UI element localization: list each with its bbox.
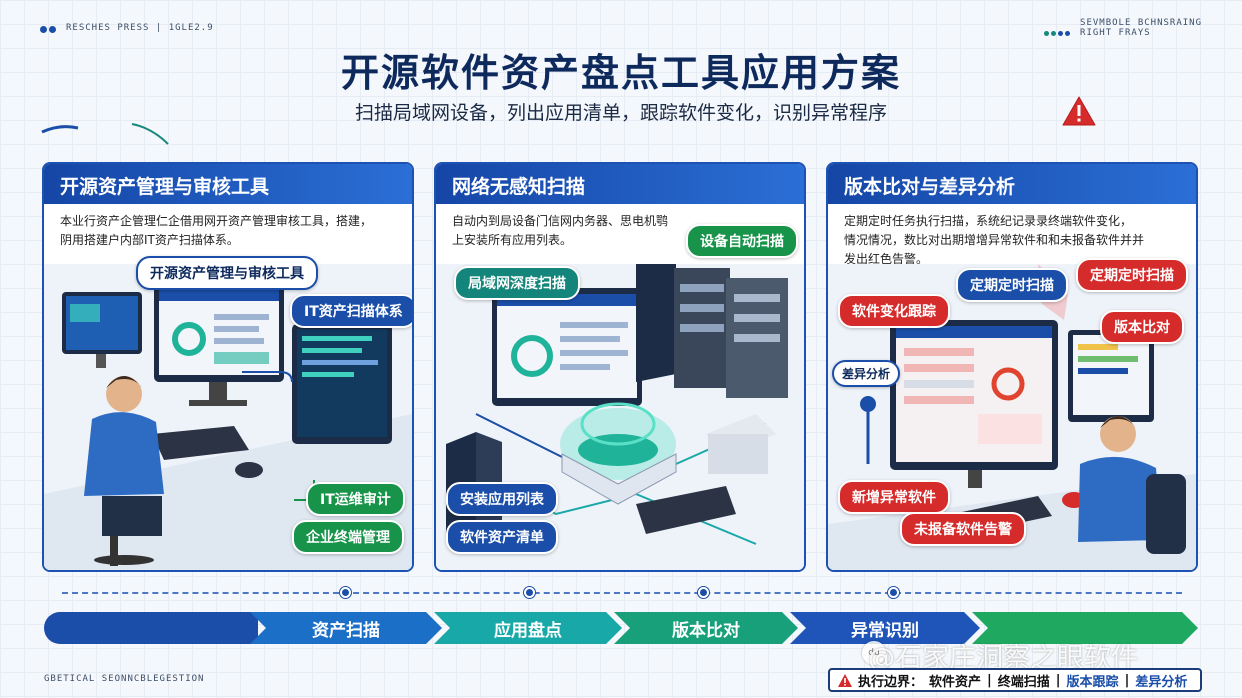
tag-new-abnormal-software: 新增异常软件 xyxy=(838,480,950,514)
flow-step-anomaly-detect: 异常识别 xyxy=(790,612,980,644)
panel-title: 开源资产管理与审核工具 xyxy=(44,164,412,204)
boundary-label: 执行边界： xyxy=(858,674,924,690)
execution-boundary-box: 执行边界： 软件资产| 终端扫描| 版本跟踪| 差异分析 xyxy=(828,668,1202,692)
tag-software-asset-inventory: 软件资产清单 xyxy=(446,520,558,554)
panel-title: 网络无感知扫描 xyxy=(436,164,804,204)
boundary-item: 软件资产 xyxy=(929,674,982,690)
flow-step-app-inventory: 应用盘点 xyxy=(434,612,622,644)
flow-step-label: 应用盘点 xyxy=(494,620,562,641)
warning-small-icon xyxy=(838,673,852,687)
tag-installed-app-list: 安装应用列表 xyxy=(446,482,558,516)
decorative-arc-lines xyxy=(41,123,169,145)
top-right-caption-group: SEVMBOLE BCHNSRAING RIGHT FRAYS xyxy=(1044,18,1202,40)
panel-description: 自动内到局设备门信网内务器、思电机鹗 上安装所有应用列表。 xyxy=(452,214,669,247)
tag-device-auto-scan: 设备自动扫描 xyxy=(686,224,798,258)
flow-step-label: 版本比对 xyxy=(672,620,740,641)
flow-step-label: 资产扫描 xyxy=(312,620,380,641)
timeline-node xyxy=(698,587,709,598)
tag-enterprise-endpoint-management: 企业终端管理 xyxy=(292,520,404,554)
tag-open-source-asset-tool: 开源资产管理与审核工具 xyxy=(136,256,318,290)
timeline-node xyxy=(888,587,899,598)
boundary-item: 版本跟踪 xyxy=(1066,674,1119,690)
top-left-caption-group: RESCHES PRESS | 1GLE2.9 xyxy=(40,18,214,37)
warning-triangle-icon xyxy=(1062,96,1096,126)
tag-lan-deep-scan: 局域网深度扫描 xyxy=(454,266,580,300)
panel-description: 本业行资产企管理仁企借用网开资产管理审核工具，搭建， 阴用搭建户内部IT资产扫描… xyxy=(60,214,373,247)
footer-left-caption: GBETICAL SEONNCBLEGESTION xyxy=(44,674,205,684)
top-left-caption: RESCHES PRESS | 1GLE2.9 xyxy=(66,22,214,33)
tag-scheduled-scan-2: 定期定时扫描 xyxy=(1076,258,1188,292)
tag-diff-analysis: 差异分析 xyxy=(832,360,901,387)
brand-dots-icon xyxy=(40,18,58,37)
page-subtitle: 扫描局域网设备，列出应用清单，跟踪软件变化，识别异常程序 xyxy=(354,102,887,124)
watermark-logo-icon: du xyxy=(862,641,886,665)
tag-software-change-tracking: 软件变化跟踪 xyxy=(838,294,950,328)
flow-start-bar xyxy=(44,612,258,644)
tag-it-asset-scan-system: IT资产扫描体系 xyxy=(290,294,412,328)
boundary-item: 终端扫描 xyxy=(997,674,1050,690)
boundary-item: 差异分析 xyxy=(1135,674,1188,690)
panel-description: 定期定时任务执行扫描，系统纪记录录终端软件变化， 情况情况，数比对出期增增异常软… xyxy=(844,214,1145,266)
panel-network-scan: 网络无感知扫描 自动内到局设备门信网内务器、思电机鹗 上安装所有应用列表。 xyxy=(434,162,806,572)
flow-end-bar xyxy=(972,612,1198,644)
tag-it-ops-audit: IT运维审计 xyxy=(306,482,405,516)
timeline-dashed-line xyxy=(62,592,1182,594)
progress-dots-icon xyxy=(1044,21,1072,40)
timeline-node xyxy=(524,587,535,598)
panel-asset-audit: 开源资产管理与审核工具 本业行资产企管理仁企借用网开资产管理审核工具，搭建， 阴… xyxy=(42,162,414,572)
tag-scheduled-scan-1: 定期定时扫描 xyxy=(956,268,1068,302)
top-right-caption-1: SEVMBOLE BCHNSRAING xyxy=(1080,18,1202,28)
panel-version-diff: 版本比对与差异分析 定期定时任务执行扫描，系统纪记录录终端软件变化， 情况情况，… xyxy=(826,162,1198,572)
timeline-node xyxy=(340,587,351,598)
tag-version-compare: 版本比对 xyxy=(1100,310,1184,344)
top-right-caption-2: RIGHT FRAYS xyxy=(1080,28,1151,38)
flow-step-version-compare: 版本比对 xyxy=(614,612,798,644)
network-scanner-illustration xyxy=(436,264,804,570)
page-title: 开源软件资产盘点工具应用方案 xyxy=(340,51,901,95)
panel-title: 版本比对与差异分析 xyxy=(828,164,1196,204)
flow-step-label: 异常识别 xyxy=(851,620,919,641)
flow-step-asset-scan: 资产扫描 xyxy=(250,612,442,644)
tag-unreported-software-alert: 未报备软件告警 xyxy=(900,512,1026,546)
